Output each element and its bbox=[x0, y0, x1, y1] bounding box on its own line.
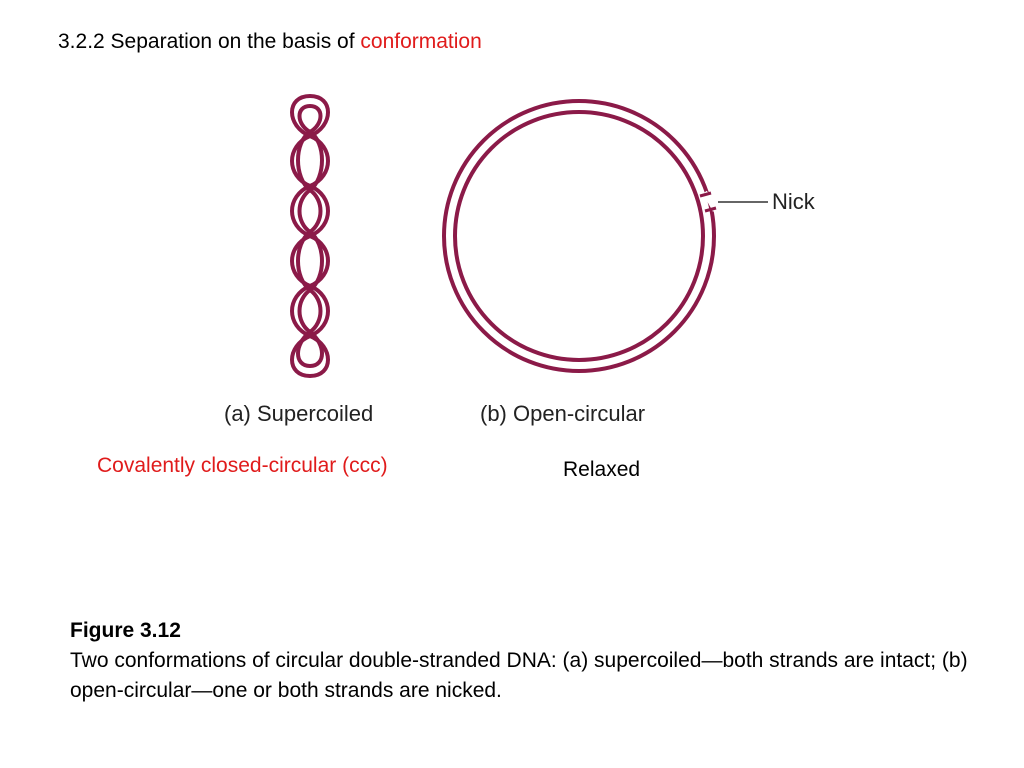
supercoiled-label: (a) Supercoiled bbox=[224, 401, 373, 426]
slide-title-prefix: 3.2.2 Separation on the basis of bbox=[58, 30, 361, 53]
slide-title: 3.2.2 Separation on the basis of conform… bbox=[58, 30, 482, 54]
nick-label: Nick bbox=[772, 189, 816, 214]
ccc-note: Covalently closed-circular (ccc) bbox=[97, 454, 388, 477]
open-circular-inner-strand bbox=[453, 110, 705, 362]
supercoiled-strand-b bbox=[296, 103, 324, 369]
supercoiled-strand-a bbox=[290, 93, 330, 379]
supercoiled-dna bbox=[290, 93, 330, 379]
figure-title: Figure 3.12 bbox=[70, 619, 181, 642]
open-circular-outer-strand bbox=[442, 99, 716, 373]
open-circular-dna bbox=[442, 99, 720, 373]
figure-caption: Figure 3.12 Two conformations of circula… bbox=[70, 616, 970, 706]
relaxed-note: Relaxed bbox=[563, 458, 641, 481]
figure-caption-text: Two conformations of circular double-str… bbox=[70, 649, 968, 702]
nick-end-1 bbox=[699, 191, 712, 198]
slide-title-highlight: conformation bbox=[360, 30, 482, 53]
open-circular-label: (b) Open-circular bbox=[480, 401, 645, 426]
nick-end-2 bbox=[704, 206, 717, 213]
